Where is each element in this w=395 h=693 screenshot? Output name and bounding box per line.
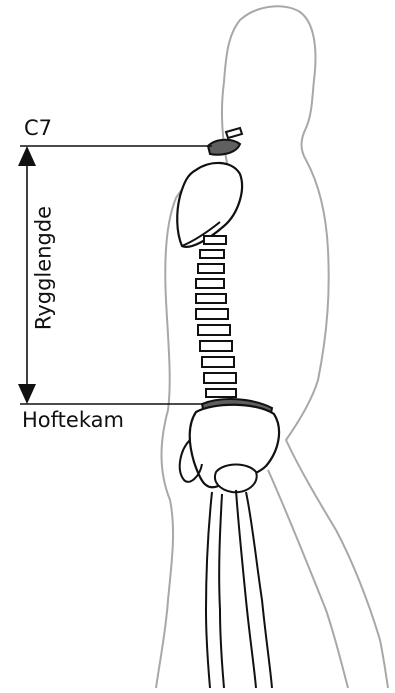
triangle-down-icon <box>18 384 36 404</box>
c7-vertebra-highlight <box>208 140 240 155</box>
c7-label: C7 <box>24 118 52 139</box>
hip-socket <box>215 465 257 493</box>
leg-outline <box>268 470 348 688</box>
neck-vertebra <box>226 128 242 138</box>
triangle-up-icon <box>18 146 36 166</box>
scapula <box>177 163 242 247</box>
vertebral-column <box>196 236 236 397</box>
femur-front <box>236 490 272 688</box>
femur-back <box>206 492 224 688</box>
hip-crest-label: Hoftekam <box>22 410 124 431</box>
body-outline <box>222 6 388 688</box>
back-length-label: Rygglengde <box>34 206 55 330</box>
